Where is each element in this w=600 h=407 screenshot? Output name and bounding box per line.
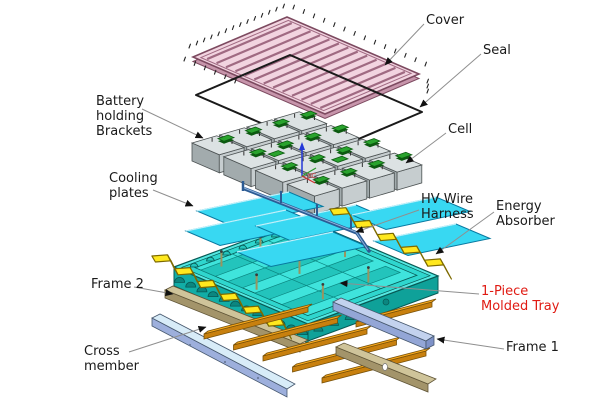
- label-seal: Seal: [483, 43, 511, 58]
- label-battery-brackets: Battery holding Brackets: [96, 94, 153, 140]
- label-frame-2: Frame 2: [91, 277, 144, 292]
- cell-grid-part: [190, 110, 423, 215]
- label-cover: Cover: [426, 13, 465, 28]
- label-molded-tray: 1-Piece Molded Tray: [481, 284, 560, 315]
- leader-lines: [128, 23, 505, 353]
- label-frame-1: Frame 1: [506, 340, 559, 355]
- label-cooling-plates: Cooling plates: [109, 171, 158, 202]
- cover-part: [183, 3, 429, 120]
- label-cross-member: Cross member: [84, 344, 139, 375]
- cad-axis-triad: [299, 142, 317, 184]
- label-energy-absorber: Energy Absorber: [496, 199, 555, 230]
- underbody-frames-part: [151, 297, 437, 398]
- axis-xc-label: XC: [307, 172, 317, 180]
- label-hv-wire-harness: HV Wire Harness: [421, 192, 474, 223]
- label-cell: Cell: [448, 122, 473, 137]
